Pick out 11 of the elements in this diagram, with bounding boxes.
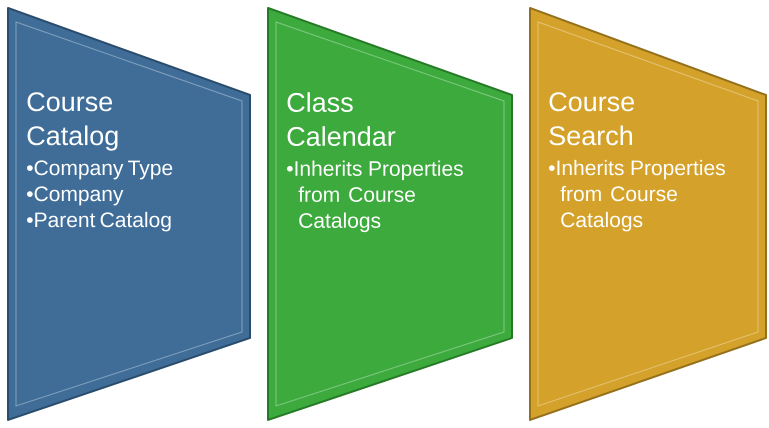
panel-heading: Course Search xyxy=(549,92,634,146)
trapezoid-panel xyxy=(529,7,767,421)
bullet-item: •Inherits Properties from Course Catalogs xyxy=(287,160,463,232)
bullet-item: •Inherits Properties from Course Catalogs xyxy=(549,160,725,232)
bullet-item: •Company Type xyxy=(27,160,172,180)
bullet-item: •Parent Catalog xyxy=(27,212,171,232)
panel-heading: Course Catalog xyxy=(28,92,118,151)
trapezoid-panel xyxy=(267,7,513,421)
trapezoid-panel xyxy=(7,7,251,421)
bullet-item: •Company xyxy=(27,186,124,206)
panel-heading: Class Calendar xyxy=(288,92,396,146)
